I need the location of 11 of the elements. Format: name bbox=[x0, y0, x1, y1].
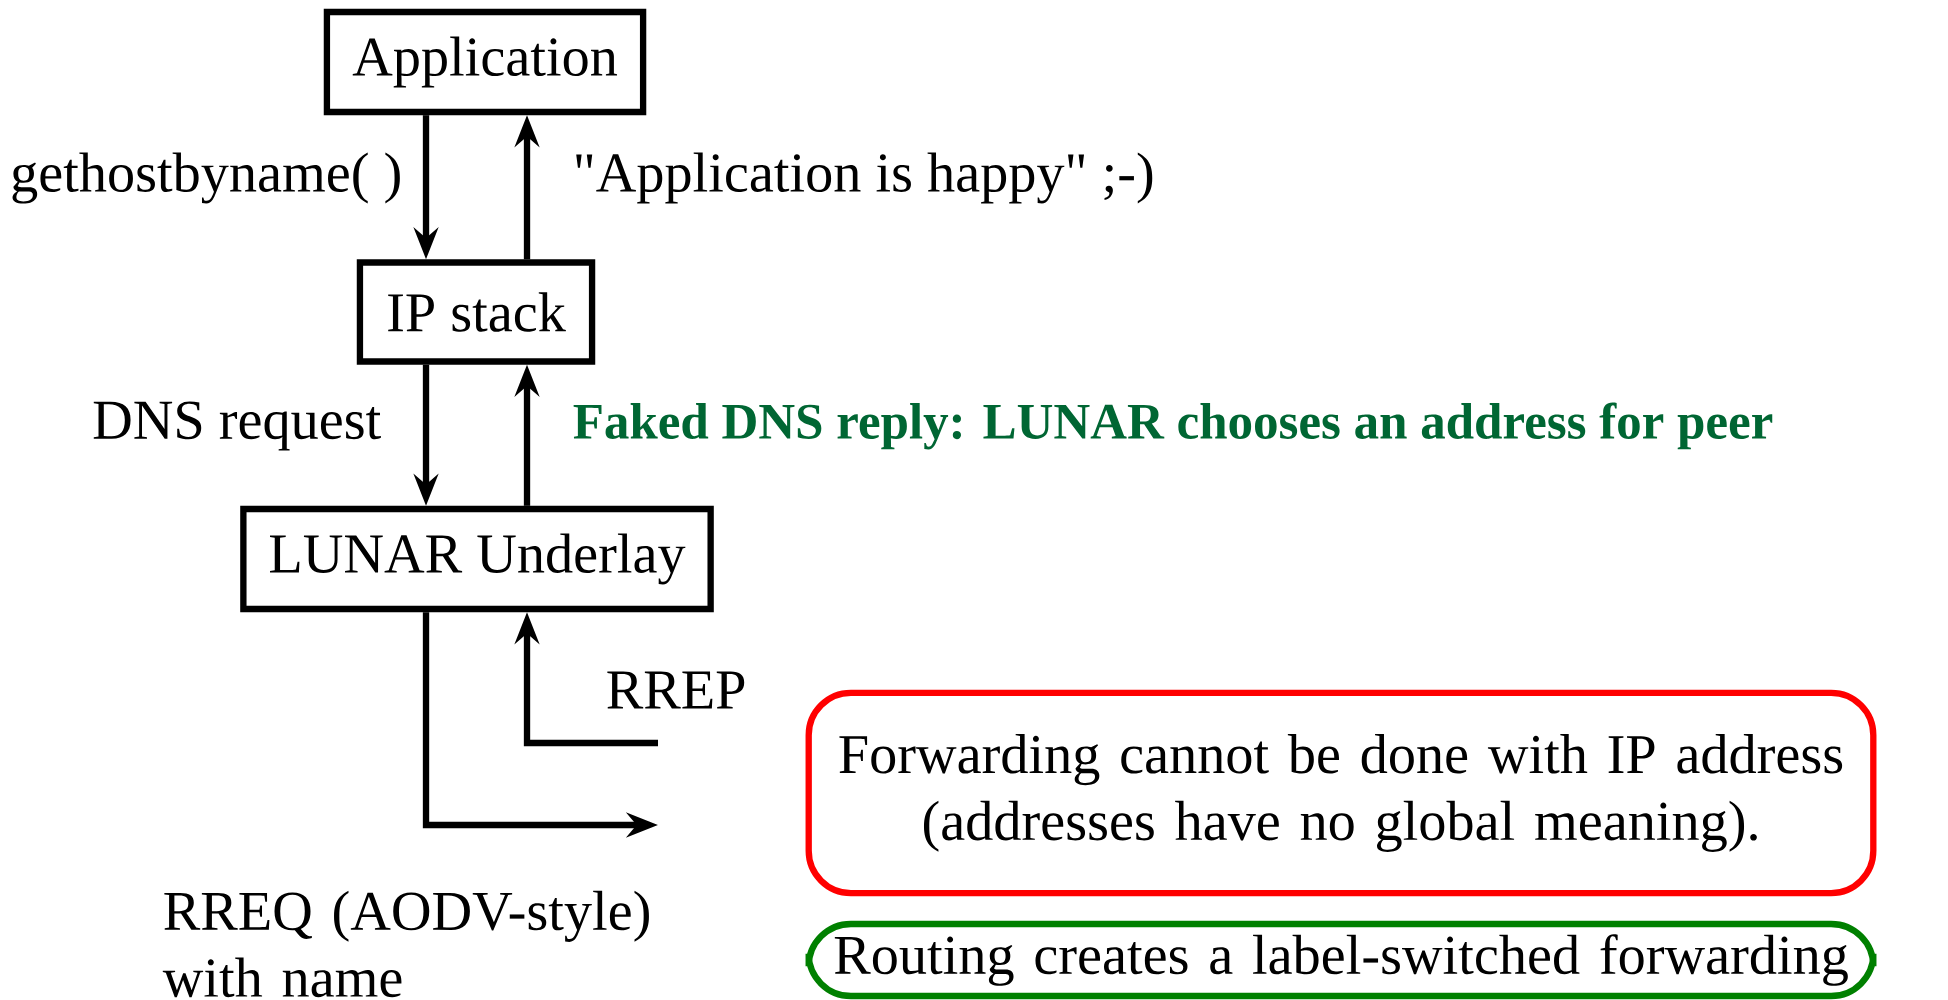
process-box: IP stack bbox=[356, 259, 596, 365]
edge-label: Faked DNS reply: LUNAR chooses an address for peer bbox=[573, 402, 1773, 450]
edge-label: RREQ (AODV-style) with name bbox=[162, 890, 649, 998]
process-box: Application bbox=[323, 8, 647, 116]
edge-label: DNS request bbox=[93, 401, 381, 451]
note-box: Forwarding cannot be done with IP address (addresses have no global meaning). bbox=[805, 689, 1877, 897]
edge-label: gethostbyname( ) bbox=[12, 152, 400, 204]
process-box: LUNAR Underlay bbox=[240, 505, 714, 613]
edge-label: RREP bbox=[607, 671, 745, 709]
note-box: Routing creates a label-switched forwarding bbox=[805, 920, 1877, 1000]
edge-label: "Application is happy" ;-) bbox=[576, 152, 1153, 204]
